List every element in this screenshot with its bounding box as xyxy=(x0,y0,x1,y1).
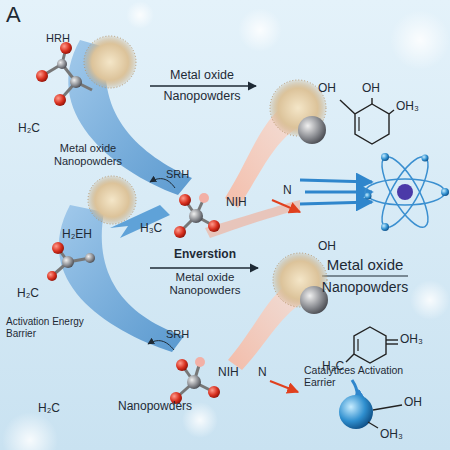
chemical-formula: NIH xyxy=(218,366,239,380)
bond-line xyxy=(371,98,372,104)
reagent-label: Nanopowders xyxy=(322,279,408,295)
chemical-formula: H₃C xyxy=(322,360,344,374)
bond-line xyxy=(368,422,378,428)
reaction-arrow xyxy=(150,267,258,268)
oxygen-atom xyxy=(179,194,191,206)
oxygen-atom xyxy=(36,70,48,82)
reaction-ribbon xyxy=(59,205,184,352)
chemical-formula: SRH xyxy=(166,168,189,181)
benzene-ring xyxy=(354,327,386,363)
atom-nucleus xyxy=(397,184,413,200)
chemical-formula: OH xyxy=(404,396,422,410)
chemical-formula: OH xyxy=(318,82,336,96)
bokeh-light xyxy=(238,8,282,52)
chemical-formula: OH₃ xyxy=(396,100,419,114)
panel-letter: A xyxy=(6,2,21,27)
electron xyxy=(381,223,389,231)
product-sphere xyxy=(339,395,373,429)
oxygen-atom xyxy=(54,94,66,106)
chemical-formula: NIH xyxy=(226,196,247,210)
chemical-formula: H₂EH xyxy=(62,228,92,242)
reaction-arrow xyxy=(150,85,256,86)
oxygen-atom xyxy=(208,386,220,398)
chemical-formula: SRH xyxy=(166,328,189,341)
energy-note: Catalytices Activation Earrier xyxy=(304,364,404,388)
hydrogen-atom xyxy=(195,357,205,367)
blue-arrow xyxy=(300,180,372,182)
oxygen-atom xyxy=(176,359,188,371)
atom-orbit xyxy=(365,179,445,205)
carbon-atom xyxy=(189,209,203,223)
reagent-label: Nanopowders xyxy=(118,400,192,414)
nanopowder-cluster xyxy=(84,36,136,88)
electron xyxy=(365,193,372,200)
double-bond xyxy=(357,339,358,351)
chemical-formula: OH xyxy=(318,240,336,254)
benzene-ring xyxy=(355,104,389,144)
metal-sphere xyxy=(298,116,326,144)
bokeh-light xyxy=(2,412,58,450)
chemical-formula: OH₃ xyxy=(400,333,423,347)
blue-arrow xyxy=(300,202,372,204)
bond-line xyxy=(346,354,354,362)
carbon-atom xyxy=(62,256,74,268)
blue-arrow xyxy=(305,191,372,194)
bond-line xyxy=(389,110,394,114)
bond-line xyxy=(386,343,398,344)
curved-arrow xyxy=(150,179,175,188)
bond-line xyxy=(386,339,398,340)
carbon-atom xyxy=(187,375,201,389)
reaction-ribbon xyxy=(205,200,300,238)
atom-orbit xyxy=(374,151,437,233)
carbon-atom xyxy=(57,59,67,69)
chemical-formula: OH xyxy=(362,82,380,96)
hydrogen-atom xyxy=(199,193,209,203)
bokeh-light xyxy=(410,280,450,320)
chemical-formula: H₃C xyxy=(140,222,162,236)
double-bond xyxy=(358,117,359,131)
chemical-formula: H₂C xyxy=(38,402,60,416)
energy-note: Activation Energy Barrier xyxy=(6,316,101,339)
atom-orbit xyxy=(374,151,437,233)
chemical-formula: H₂C xyxy=(17,287,39,301)
bond-line xyxy=(373,405,402,410)
electron xyxy=(381,153,389,161)
nanopowder-cluster xyxy=(88,176,136,224)
chemical-formula: N xyxy=(283,184,292,198)
reagent-label: Nanopowders xyxy=(163,89,240,103)
chemical-formula: N xyxy=(258,366,267,380)
reagent-label: Metal oxide Nanopowders xyxy=(160,271,250,297)
carbon-atom xyxy=(70,76,82,88)
chemical-formula: OH₃ xyxy=(380,428,403,442)
process-label: Enverstion xyxy=(174,248,236,262)
oxygen-atom xyxy=(174,226,186,238)
divider-line xyxy=(322,275,408,276)
red-arrow xyxy=(270,381,298,392)
bokeh-light xyxy=(126,1,154,29)
bond-line xyxy=(340,100,355,114)
bokeh-light xyxy=(390,10,450,70)
red-arrow xyxy=(272,200,300,212)
oxygen-atom xyxy=(52,242,64,254)
oxygen-atom xyxy=(47,271,57,281)
electron xyxy=(422,155,429,162)
reagent-label: Metal oxide xyxy=(170,68,234,82)
electron xyxy=(441,188,449,196)
reagent-label: Metal oxide Nanopowders xyxy=(48,142,128,167)
curved-arrow xyxy=(148,341,174,350)
chemical-formula: H₂C xyxy=(18,122,40,136)
reagent-label: Metal oxide xyxy=(327,256,404,273)
oxygen-atom xyxy=(208,220,220,232)
chemical-formula: HRH xyxy=(46,32,70,45)
carbon-atom xyxy=(85,253,95,263)
